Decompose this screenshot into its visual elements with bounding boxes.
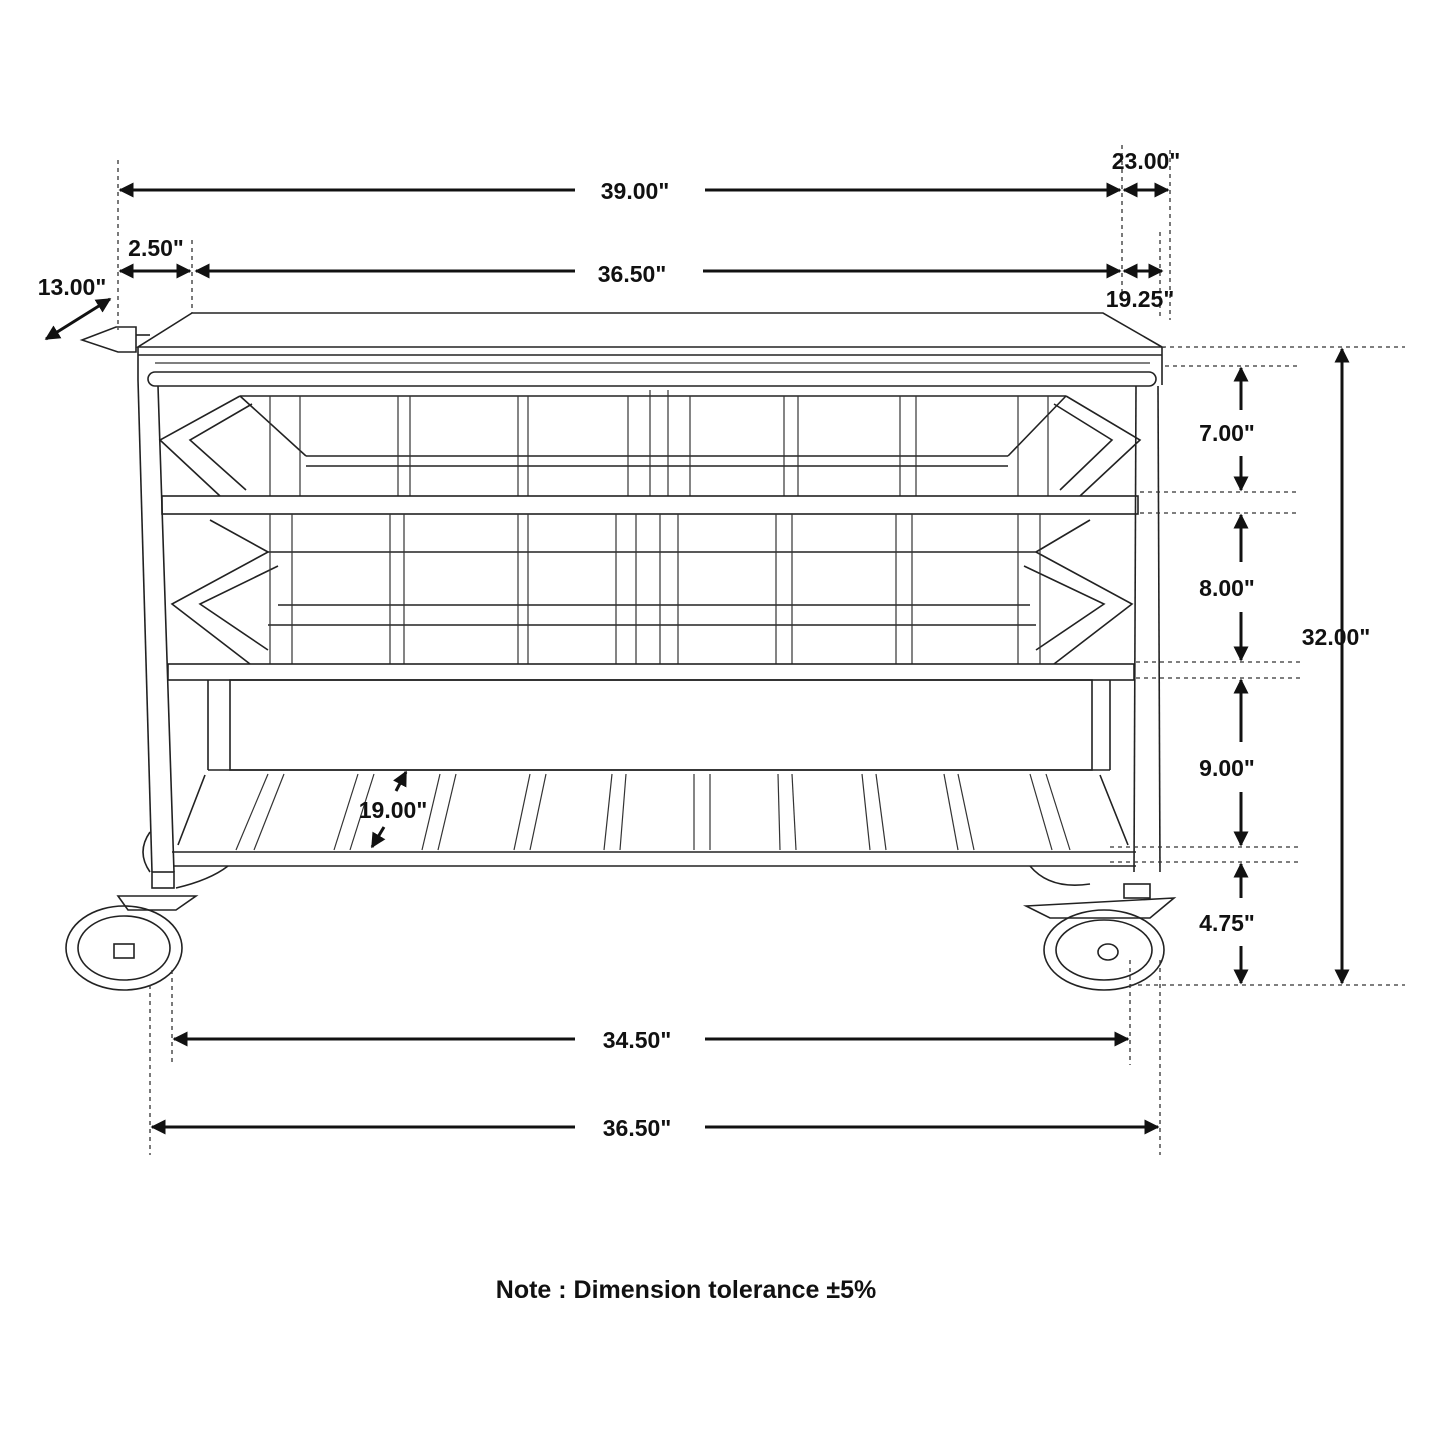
- label-overall-height: 32.00": [1302, 624, 1370, 650]
- cart-drawing: [65, 312, 1177, 991]
- extension-lines: [117, 145, 1405, 1155]
- label-overall-width: 39.00": [601, 178, 669, 204]
- cart-handle: [79, 326, 150, 353]
- dimension-labels: 39.00" 23.00" 2.50" 36.50" 19.25" 13.00"…: [38, 148, 1370, 1141]
- label-top-depth: 19.25": [1106, 286, 1174, 312]
- cart-legs: [137, 379, 1161, 873]
- caster-left: [65, 831, 229, 991]
- label-shelf-depth: 19.00": [359, 797, 427, 823]
- caster-right: [1022, 865, 1177, 991]
- tolerance-note: Note : Dimension tolerance ±5%: [496, 1276, 876, 1304]
- bottom-shelf: [172, 773, 1136, 867]
- middle-drawer: [170, 514, 1134, 665]
- dimension-lines: [44, 182, 1350, 1135]
- upper-rail: [161, 495, 1139, 515]
- label-caster-height: 4.75": [1199, 910, 1255, 936]
- label-top-width: 36.50": [598, 261, 666, 287]
- label-inner-base-width: 34.50": [603, 1027, 671, 1053]
- label-upper-drawer-height: 7.00": [1199, 420, 1255, 446]
- label-handle-offset: 2.50": [128, 235, 184, 261]
- middle-rail: [167, 663, 1135, 681]
- label-middle-drawer-height: 8.00": [1199, 575, 1255, 601]
- label-depth: 23.00": [1112, 148, 1180, 174]
- label-lower-bin-height: 9.00": [1199, 755, 1255, 781]
- label-outer-base-width: 36.50": [603, 1115, 671, 1141]
- lower-bin: [207, 679, 1111, 771]
- label-handle-length: 13.00": [38, 274, 106, 300]
- cart-top: [135, 312, 1165, 387]
- upper-drawer: [158, 390, 1142, 497]
